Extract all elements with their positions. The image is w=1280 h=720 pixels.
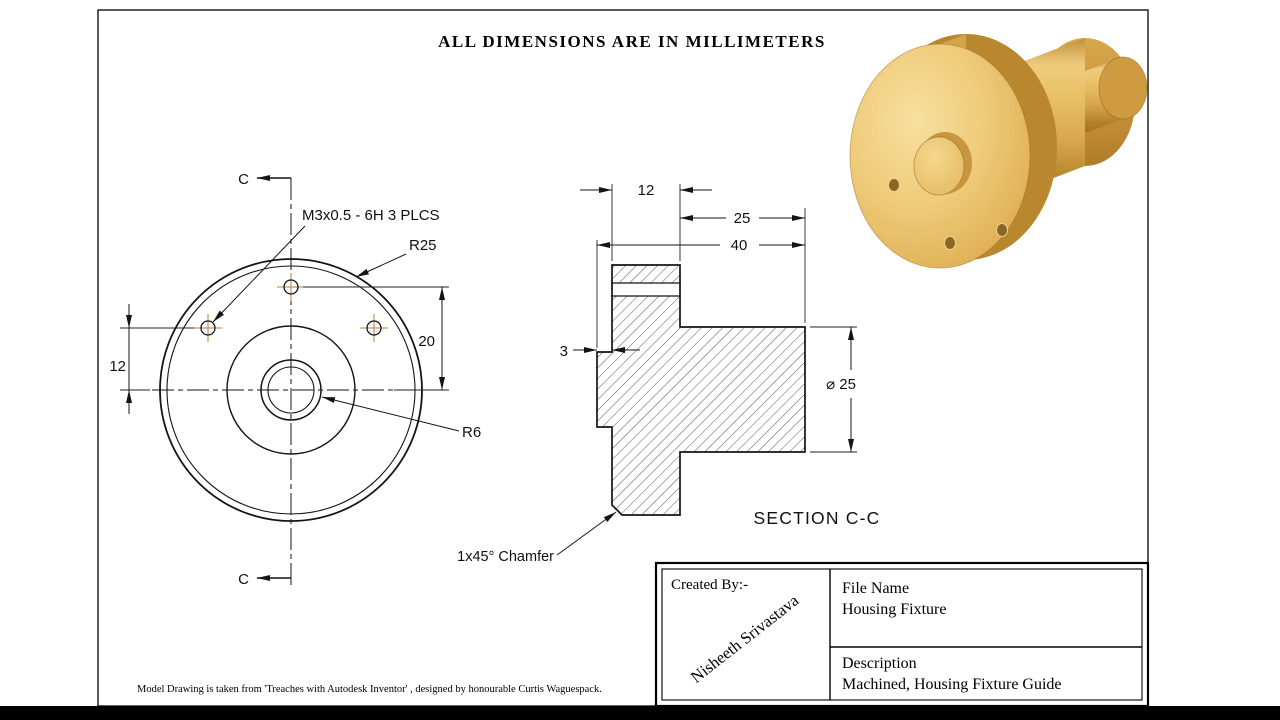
dim-flange-text: 12 bbox=[638, 182, 655, 199]
bore-radius-text: R6 bbox=[462, 424, 481, 441]
tapped-hole-circle bbox=[283, 279, 299, 295]
face-hole bbox=[944, 236, 956, 250]
face-hole bbox=[888, 178, 900, 192]
outer-radius-text: R25 bbox=[409, 237, 437, 254]
tapped-hole-circle bbox=[366, 320, 382, 336]
drawing-title: ALL DIMENSIONS ARE IN MILLIMETERS bbox=[438, 32, 826, 51]
bore-radius-leader bbox=[321, 396, 460, 432]
tapped-hole-left bbox=[194, 314, 222, 342]
file-name-label: File Name bbox=[842, 580, 909, 597]
section-tapped-hole bbox=[613, 283, 679, 296]
thread-callout-text: M3x0.5 - 6H 3 PLCS bbox=[302, 207, 440, 224]
section-outline bbox=[596, 264, 806, 516]
iso-view bbox=[849, 34, 1148, 269]
bore-circle bbox=[260, 359, 322, 421]
file-name-value: Housing Fixture bbox=[842, 601, 946, 618]
dim-20-text: 20 bbox=[418, 333, 435, 350]
bore-chamfer-circle bbox=[267, 366, 315, 414]
title-block-inner-border bbox=[661, 568, 1143, 701]
section-letter-top: C bbox=[238, 171, 249, 188]
center-boss-face bbox=[913, 136, 965, 196]
boss-circle bbox=[226, 325, 356, 455]
chamfer-note-text: 1x45° Chamfer bbox=[457, 549, 554, 565]
section-letter-bottom: C bbox=[238, 571, 249, 588]
section-view: 12 25 40 3 ⌀ 25 1x45° Chamfer SECTION C-… bbox=[457, 182, 881, 565]
front-view: C C M3x0.5 - 6H 3 PLCS R25 R6 20 12 bbox=[109, 171, 481, 588]
attribution-text: Model Drawing is taken from 'Treaches wi… bbox=[137, 684, 602, 695]
tapped-hole-circle bbox=[200, 320, 216, 336]
created-by-label: Created By:- bbox=[671, 577, 748, 593]
face-hole bbox=[996, 223, 1008, 237]
dim-step-text: 3 bbox=[560, 343, 568, 360]
title-block: Created By:- Nisheeth Srivastava File Na… bbox=[654, 561, 1150, 708]
dim-boss-text: 25 bbox=[734, 210, 751, 227]
title-block-outer-border bbox=[654, 561, 1150, 708]
outer-radius-leader bbox=[355, 253, 407, 278]
letterbox-bar bbox=[0, 706, 1280, 720]
dim-12-text: 12 bbox=[109, 358, 126, 375]
tapped-hole-right bbox=[360, 314, 388, 342]
tapped-hole-top bbox=[277, 273, 305, 301]
spindle-end-face bbox=[1098, 56, 1148, 120]
description-value: Machined, Housing Fixture Guide bbox=[842, 676, 1062, 693]
description-label: Description bbox=[842, 655, 917, 672]
section-caption: SECTION C-C bbox=[754, 508, 881, 528]
thread-callout-leader bbox=[212, 225, 306, 323]
dim-diameter-text: ⌀ 25 bbox=[826, 376, 856, 393]
chamfer-leader bbox=[556, 511, 617, 556]
dim-overall-text: 40 bbox=[731, 237, 748, 254]
